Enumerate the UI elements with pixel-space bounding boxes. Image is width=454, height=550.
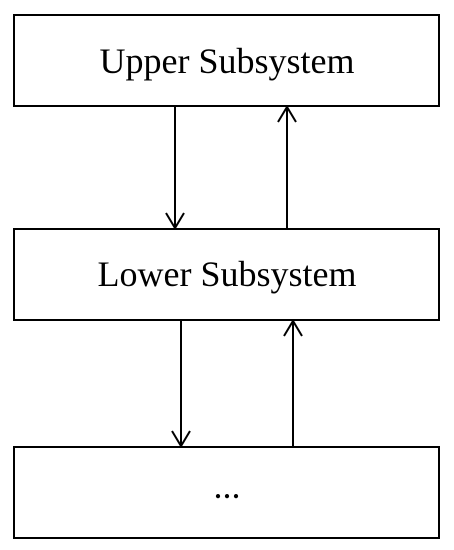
arrow-lower-to-bottom bbox=[171, 320, 191, 448]
arrow-bottom-to-lower bbox=[283, 319, 303, 447]
arrow-lower-to-upper bbox=[277, 105, 297, 229]
arrow-upper-to-lower-head bbox=[165, 212, 185, 230]
arrow-bottom-to-lower-head bbox=[283, 319, 303, 337]
upper-subsystem-label: Upper Subsystem bbox=[100, 41, 355, 81]
lower-subsystem-label: Lower Subsystem bbox=[98, 254, 357, 294]
arrow-lower-to-bottom-head bbox=[171, 430, 191, 448]
lower-subsystem-box: Lower Subsystem bbox=[13, 228, 440, 321]
bottom-subsystem-label: ... bbox=[214, 466, 241, 506]
upper-subsystem-box: Upper Subsystem bbox=[13, 14, 440, 107]
bottom-subsystem-border bbox=[13, 446, 440, 539]
upper-subsystem-border bbox=[13, 14, 440, 107]
bottom-subsystem-box: ... bbox=[13, 446, 440, 539]
lower-subsystem-border bbox=[13, 228, 440, 321]
arrow-upper-to-lower bbox=[165, 106, 185, 230]
arrow-lower-to-upper-head bbox=[277, 105, 297, 123]
